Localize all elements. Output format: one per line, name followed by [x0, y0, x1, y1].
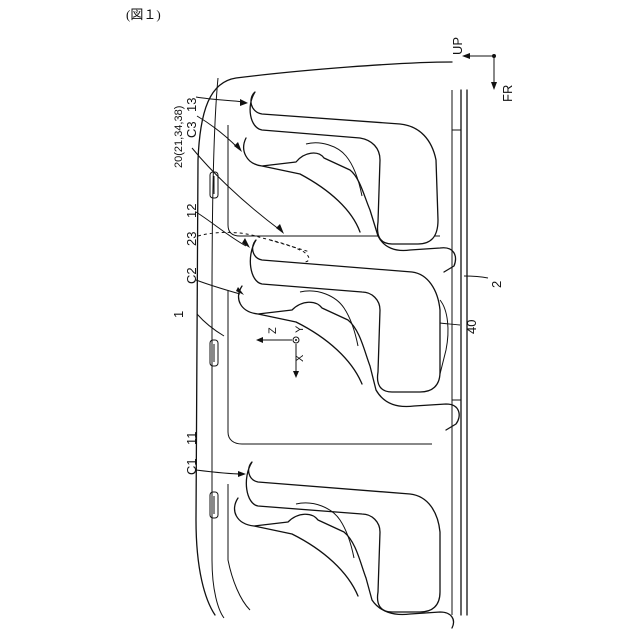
- door-handle-front: [210, 492, 218, 518]
- occupant-middle-c2-arm: [300, 291, 358, 346]
- seat-rear-backrest: [250, 92, 438, 244]
- label-console-40: 40: [464, 320, 479, 334]
- label-seat-rear-13: 13: [184, 98, 199, 112]
- label-airbag-20: 20(21,34,38): [173, 106, 185, 168]
- axis-z-label: Z: [267, 327, 279, 334]
- window-front: [228, 484, 250, 610]
- up-label: UP: [450, 37, 465, 55]
- label-airbag-23: 23: [184, 232, 199, 246]
- floor: [452, 90, 467, 615]
- door-handle-middle: [210, 340, 218, 366]
- label-floor-2: 2: [489, 281, 504, 288]
- label-occupant-c3: C3: [184, 121, 199, 138]
- label-occupant-c1: C1: [184, 458, 199, 475]
- label-occupant-c2: C2: [184, 267, 199, 284]
- coordinate-axes: Z Y X: [256, 325, 306, 378]
- label-seat-middle-12: 12: [184, 204, 199, 218]
- fr-label: FR: [500, 85, 515, 102]
- label-vehicle-1: 1: [171, 311, 186, 318]
- label-seat-front-11: 11: [184, 432, 199, 446]
- seat-middle-backrest: [250, 240, 440, 392]
- axis-x-label: X: [294, 354, 306, 362]
- seat-front-backrest: [246, 462, 440, 612]
- airbag-seam: [270, 240, 310, 252]
- figure-caption: (図１): [126, 7, 161, 22]
- axis-y-label: Y: [294, 325, 306, 333]
- direction-indicator: UP FR: [450, 37, 515, 102]
- occupant-rear-c3-arm: [306, 143, 362, 196]
- console-40: [440, 300, 448, 374]
